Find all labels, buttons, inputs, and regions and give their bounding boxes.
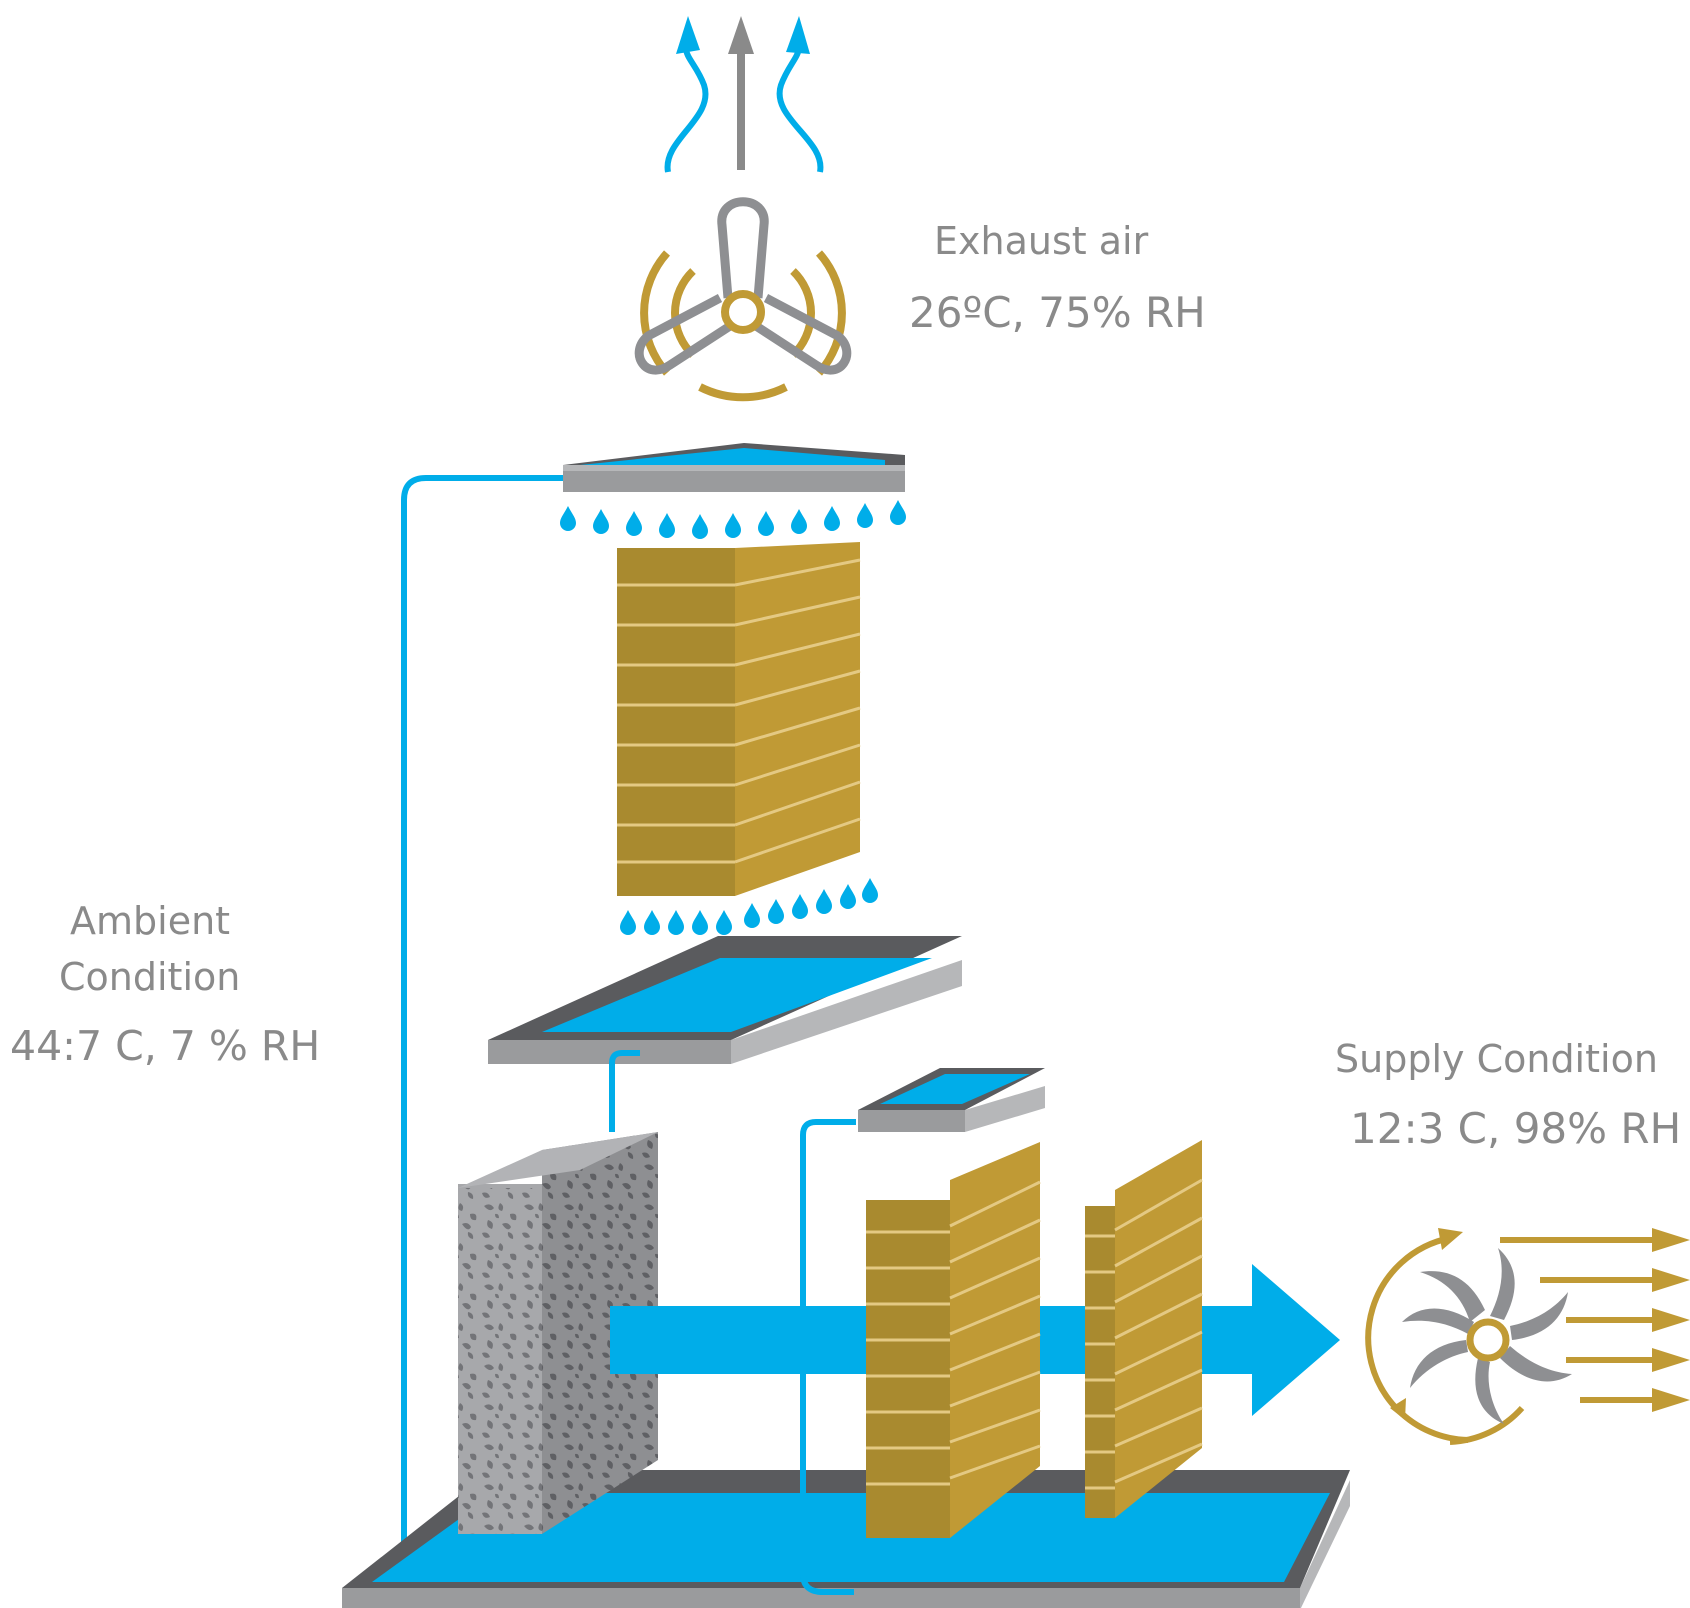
supply-airflow-arrows — [1500, 1228, 1690, 1412]
supply-condition-value: 12:3 C, 98% RH — [1350, 1104, 1682, 1153]
supply-condition-title: Supply Condition — [1335, 1037, 1658, 1081]
middle-collection-tray — [488, 936, 962, 1064]
front-cooling-pad-1 — [866, 1142, 1041, 1538]
exhaust-wavy-arrow-left — [664, 47, 709, 173]
small-distribution-tray — [858, 1068, 1045, 1132]
ambient-condition-value: 44:7 C, 7 % RH — [10, 1022, 321, 1070]
exhaust-fan-icon — [634, 197, 852, 402]
supply-blower-icon — [1365, 1228, 1572, 1445]
exhaust-air-title: Exhaust air — [934, 219, 1149, 263]
water-pipe-middle — [609, 1050, 640, 1132]
ambient-condition-title-line2: Condition — [59, 955, 241, 999]
water-supply-pipe-left — [401, 475, 565, 1548]
front-cooling-pad-2 — [1085, 1140, 1203, 1518]
foam-filter-block — [458, 1132, 658, 1534]
top-water-distribution-tray — [563, 443, 905, 492]
water-drops-top — [560, 500, 906, 539]
exhaust-wavy-arrow-right — [776, 47, 824, 173]
upper-cooling-pad — [617, 542, 861, 896]
exhaust-airflow-arrows — [664, 16, 824, 173]
exhaust-straight-arrowhead — [728, 16, 754, 54]
ambient-condition-title-line1: Ambient — [70, 899, 231, 943]
exhaust-air-condition: 26ºC, 75% RH — [909, 288, 1206, 337]
